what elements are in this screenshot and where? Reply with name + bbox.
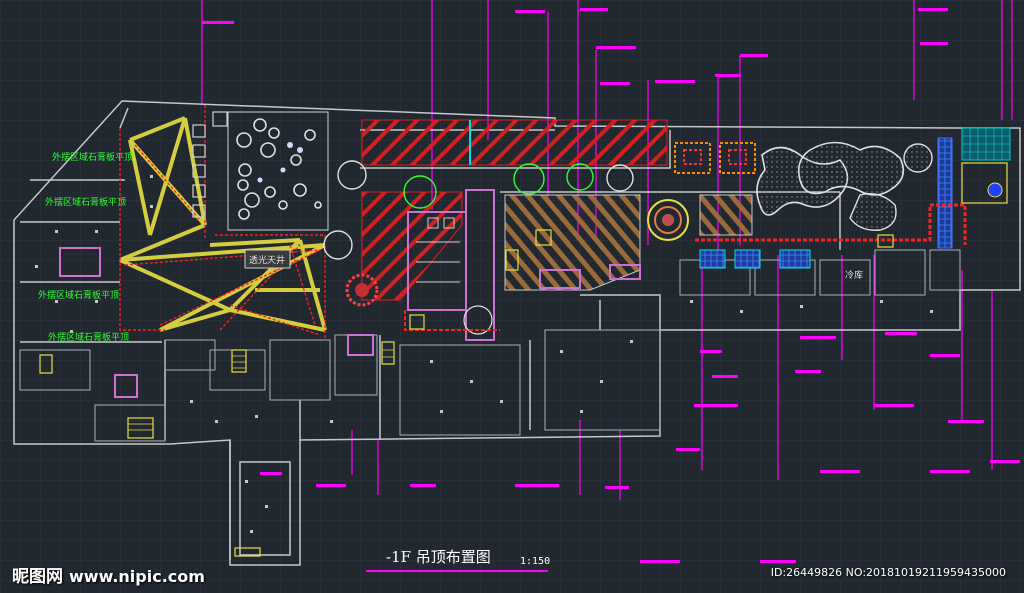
skylight-label-box [244, 249, 291, 269]
corridor-outline [465, 189, 495, 341]
skylight-label: 透光天井 [249, 254, 285, 266]
circle-fixtures [323, 160, 634, 260]
central-room-partitions [416, 217, 460, 283]
blue-dots [257, 142, 303, 183]
blue-round-fixture [987, 182, 1003, 198]
zone-label-4: 外摆区域石膏板平顶 [48, 331, 129, 343]
blue-tile-strip [937, 137, 953, 249]
corridor-circle [463, 305, 493, 335]
bubble-ceiling-zone [227, 111, 329, 231]
bubble-ceiling-pattern [236, 118, 322, 220]
red-hatch-strip-top [361, 119, 668, 166]
yellow-stair-box [961, 162, 1008, 204]
watermark-site: www.nipic.com [69, 567, 205, 586]
watermark-id: ID:26449826 NO:20181019211959435000 [770, 566, 1006, 579]
watermark-logo-text: 昵图网 [12, 567, 63, 587]
zone-label-3: 外摆区域石膏板平顶 [38, 289, 119, 301]
orange-fixtures [674, 142, 756, 174]
red-led-strip-right [695, 203, 967, 245]
drawing-scale: 1:150 [520, 556, 550, 567]
stair-treads [128, 349, 394, 431]
zone-label-1: 外摆区域石膏板平顶 [52, 151, 133, 163]
drawing-title: -1F 吊顶布置图 [386, 548, 491, 566]
square-fixtures [192, 111, 228, 218]
cyan-grid-panels [699, 249, 811, 269]
stair-hatches [39, 229, 894, 557]
ornamental-round-lamp [647, 199, 689, 241]
magenta-tags [202, 8, 1020, 563]
watermark-logo: 昵图网 www.nipic.com [12, 562, 205, 587]
serpentine-ceiling [756, 141, 933, 231]
wood-slat-ceiling-small [699, 194, 753, 236]
magenta-room-outlines [59, 247, 641, 398]
cold-storage-label: 冷库 [845, 269, 863, 281]
red-led-strip-center [404, 310, 500, 331]
wood-slat-ceiling [504, 194, 641, 291]
central-drum-lamp [345, 273, 379, 307]
ceiling-fixture-dots [35, 175, 933, 533]
cyan-tile-grid [962, 128, 1010, 160]
zone-label-2: 外摆区域石膏板平顶 [45, 196, 126, 208]
